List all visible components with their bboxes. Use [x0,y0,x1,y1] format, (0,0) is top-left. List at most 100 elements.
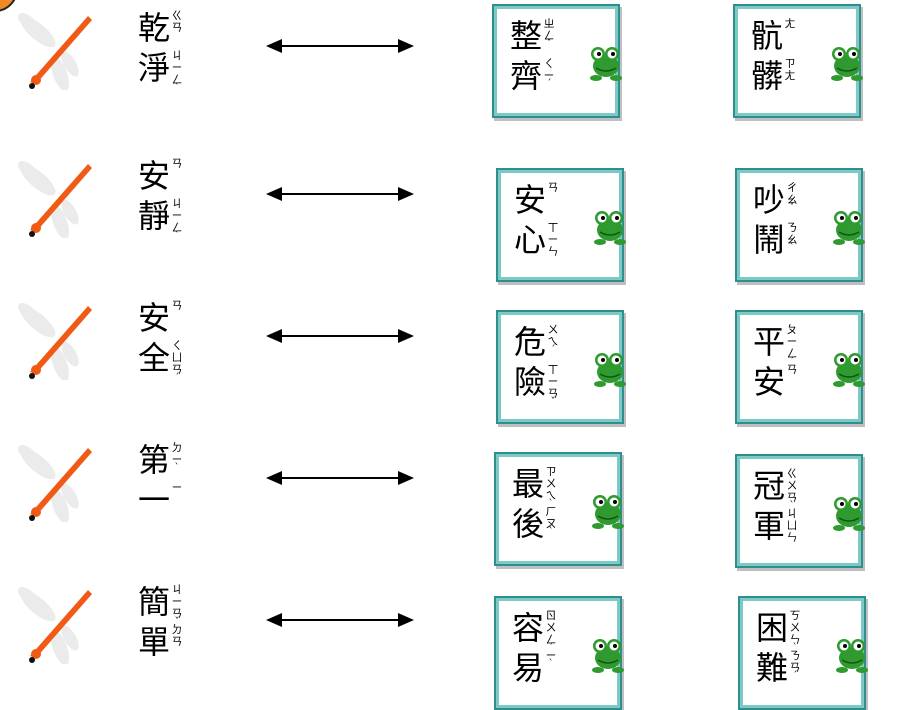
answer-card-right[interactable]: 骯ㄤ髒ㄗㄤ [733,4,863,118]
hanzi: 髒 [751,57,784,95]
hanzi: 易 [512,649,545,687]
zhuyin: ㄧ [171,481,183,494]
hanzi: 危 [514,323,547,361]
hanzi: 一 [138,481,171,519]
zhuyin: ㄉㄢ [171,623,183,648]
double-arrow-icon [266,610,414,630]
double-arrow-icon [266,184,414,204]
hanzi: 第 [138,441,171,479]
double-arrow-icon [266,326,414,346]
hanzi: 齊 [510,57,543,95]
hanzi: 骯 [751,17,784,55]
char-with-zhuyin: 軍ㄐㄩㄣ [753,506,798,546]
hanzi: 靜 [138,197,171,235]
dragonfly-icon [8,150,98,240]
char-with-zhuyin: 髒ㄗㄤ [751,56,796,96]
hanzi: 乾 [138,9,171,47]
hanzi: 淨 [138,49,171,87]
hanzi: 心 [514,221,547,259]
frog-icon [827,492,867,532]
zhuyin: ㄐㄩㄣ [786,507,798,544]
zhuyin: ㄍㄢ [171,9,183,34]
frog-icon [588,348,628,388]
hanzi: 整 [510,17,543,55]
hanzi: 安 [753,363,786,401]
zhuyin: ㄢ [171,157,183,170]
dragonfly-icon [8,2,98,92]
card-word: 安ㄢ心ㄒㄧㄣ [514,180,559,260]
zhuyin: ㄢ [547,181,559,194]
frog-icon [830,634,870,674]
char-with-zhuyin: 安ㄢ [138,156,183,196]
hanzi: 險 [514,363,547,401]
frog-icon [586,634,626,674]
zhuyin: ㄢ [786,363,798,376]
zhuyin: ㄗㄤ [784,57,796,82]
char-with-zhuyin: 安ㄢ [138,298,183,338]
char-with-zhuyin: 骯ㄤ [751,16,796,56]
double-arrow-icon [266,36,414,56]
zhuyin: ㄒㄧㄣ [547,221,559,258]
hanzi: 簡 [138,583,171,621]
hanzi: 安 [514,181,547,219]
char-with-zhuyin: 乾ㄍㄢ [138,8,183,48]
dragonfly-icon [8,576,98,666]
frog-icon [588,206,628,246]
hanzi: 安 [138,157,171,195]
dragonfly-icon [8,434,98,524]
hanzi: 難 [756,649,789,687]
hanzi: 容 [512,609,545,647]
answer-card-left[interactable]: 安ㄢ心ㄒㄧㄣ [496,168,626,282]
hanzi: 全 [138,339,171,377]
hanzi: 困 [756,609,789,647]
char-with-zhuyin: 單ㄉㄢ [138,622,183,662]
zhuyin: ㄢ [171,299,183,312]
